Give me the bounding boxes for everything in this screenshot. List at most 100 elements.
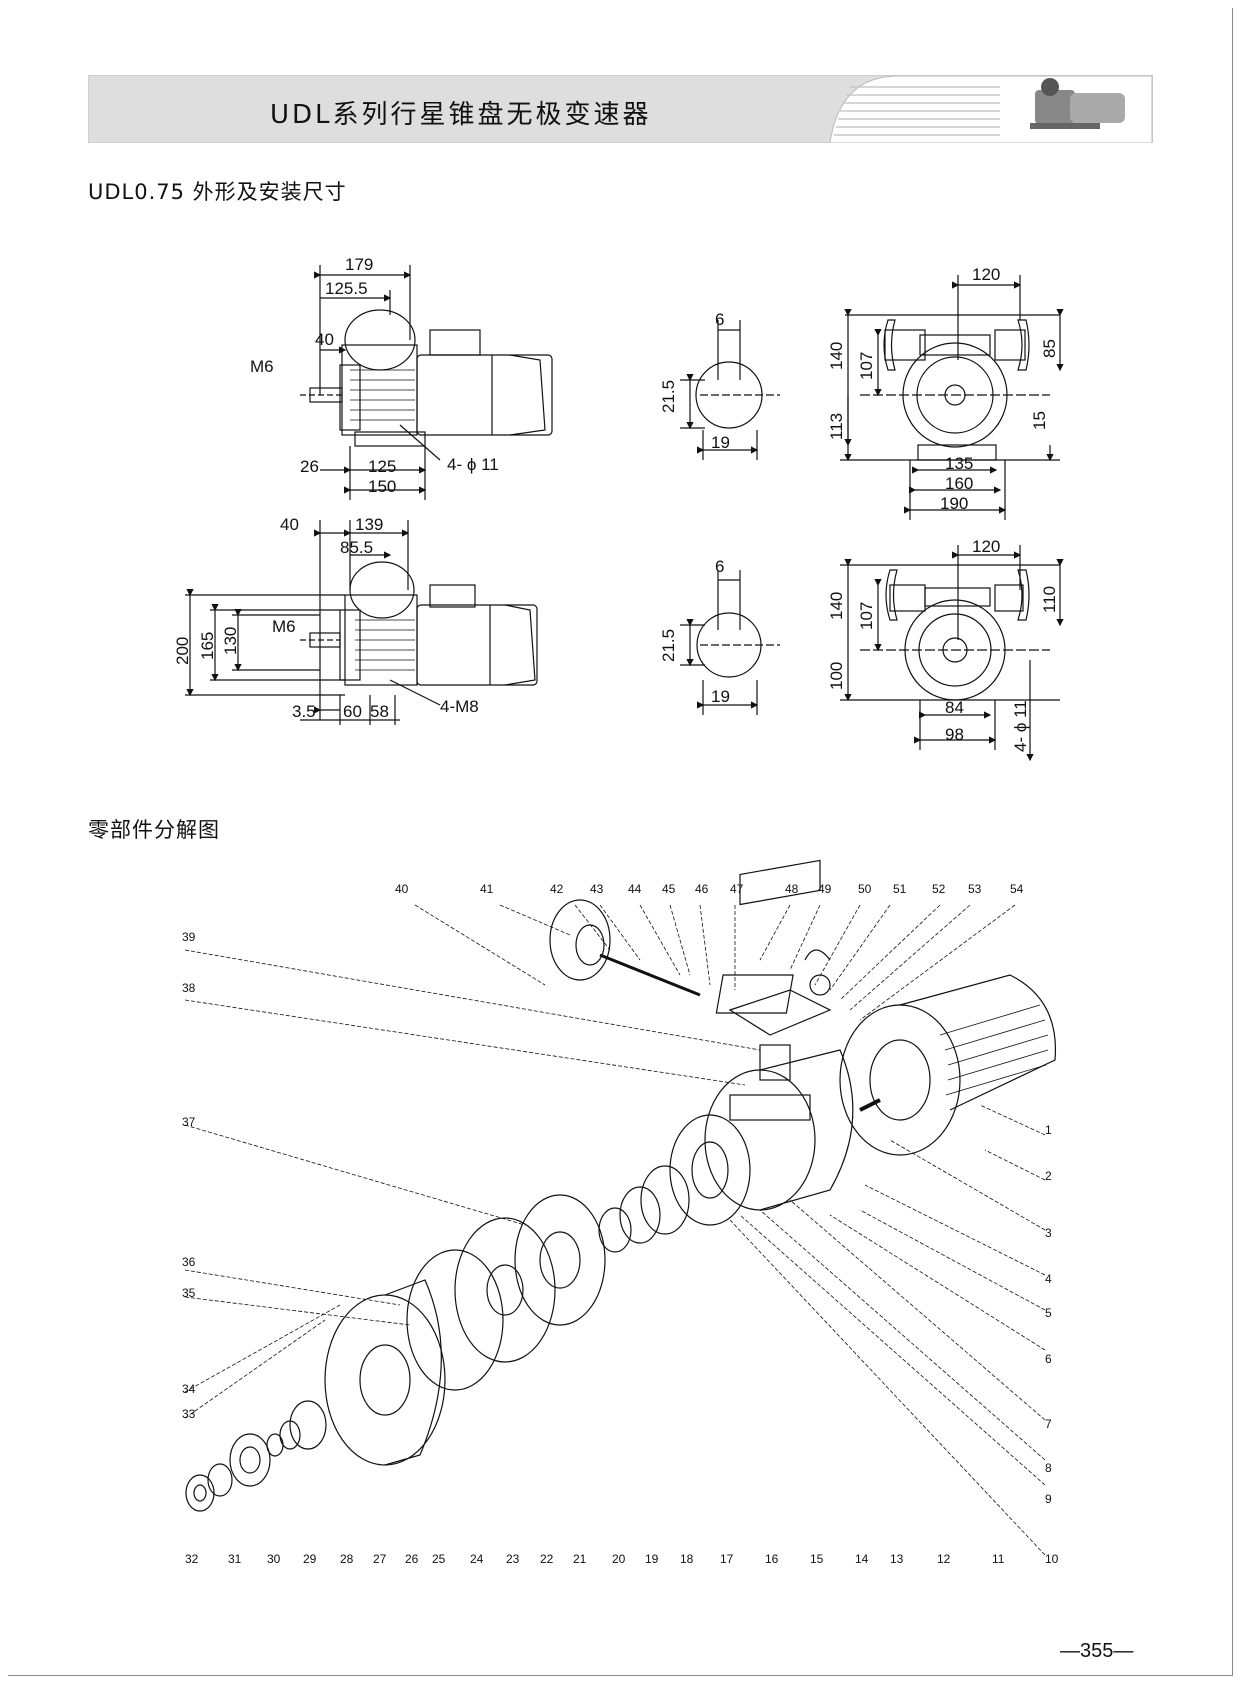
output-flange bbox=[324, 1279, 446, 1466]
part-number: 35 bbox=[182, 1286, 196, 1300]
part-number: 45 bbox=[662, 882, 676, 896]
part-number: 18 bbox=[680, 1552, 694, 1566]
part-number: 24 bbox=[470, 1552, 484, 1566]
dim-6: 6 bbox=[715, 310, 724, 329]
dim-200: 200 bbox=[173, 637, 192, 665]
part-numbers-left: 39 38 37 36 35 34 33 bbox=[182, 930, 196, 1421]
part-number: 29 bbox=[303, 1552, 317, 1566]
dim-58: 58 bbox=[370, 702, 389, 721]
part-number: 26 bbox=[405, 1552, 419, 1566]
part-number: 41 bbox=[480, 882, 494, 896]
part-number: 1 bbox=[1045, 1123, 1052, 1137]
dim-3-5: 3.5 bbox=[292, 702, 316, 721]
part-leader-lines bbox=[184, 904, 1046, 1556]
part-number: 25 bbox=[432, 1552, 446, 1566]
part-number: 7 bbox=[1045, 1417, 1052, 1431]
part-numbers-bottom: 32 31 30 29 28 27 26 25 24 23 22 21 20 1… bbox=[185, 1552, 1005, 1566]
part-number: 8 bbox=[1045, 1461, 1052, 1475]
cone-discs bbox=[598, 1114, 751, 1253]
top-shaft-section-drawing bbox=[680, 320, 780, 460]
part-number: 10 bbox=[1045, 1552, 1059, 1566]
part-number: 14 bbox=[855, 1552, 869, 1566]
exploded-view-drawing bbox=[185, 859, 1057, 1512]
part-number: 28 bbox=[340, 1552, 354, 1566]
header-decoration bbox=[829, 75, 1153, 143]
dim-100: 100 bbox=[827, 662, 846, 690]
dim-179: 179 bbox=[345, 255, 373, 274]
dim-4-m8: 4-M8 bbox=[440, 697, 479, 716]
top-front-dimension-labels: 120 140 107 85 113 15 135 160 190 bbox=[827, 265, 1059, 513]
dim-130: 130 bbox=[221, 627, 240, 655]
bearings-and-rings bbox=[185, 1400, 327, 1512]
part-number: 13 bbox=[890, 1552, 904, 1566]
part-number: 16 bbox=[765, 1552, 779, 1566]
top-front-view-drawing bbox=[840, 275, 1064, 520]
dim-120: 120 bbox=[972, 537, 1000, 556]
part-number: 33 bbox=[182, 1407, 196, 1421]
dim-40: 40 bbox=[280, 515, 299, 534]
part-number: 6 bbox=[1045, 1352, 1052, 1366]
handwheel bbox=[549, 899, 701, 997]
bottom-front-view-drawing bbox=[840, 545, 1064, 762]
part-number: 52 bbox=[932, 882, 946, 896]
dim-m6: M6 bbox=[272, 617, 296, 636]
dim-19: 19 bbox=[711, 687, 730, 706]
part-number: 46 bbox=[695, 882, 709, 896]
part-number: 31 bbox=[228, 1552, 242, 1566]
part-number: 4 bbox=[1045, 1272, 1052, 1286]
dim-190: 190 bbox=[940, 494, 968, 513]
dim-6: 6 bbox=[715, 557, 724, 576]
part-number: 36 bbox=[182, 1255, 196, 1269]
dim-85-5: 85.5 bbox=[340, 538, 373, 557]
dim-21-5: 21.5 bbox=[659, 380, 678, 413]
part-number: 22 bbox=[540, 1552, 554, 1566]
part-number: 12 bbox=[937, 1552, 951, 1566]
part-number: 19 bbox=[645, 1552, 659, 1566]
part-number: 3 bbox=[1045, 1226, 1052, 1240]
dim-60: 60 bbox=[343, 702, 362, 721]
part-number: 9 bbox=[1045, 1492, 1052, 1506]
dimensions-section-title: UDL0.75 外形及安装尺寸 bbox=[88, 180, 347, 204]
bottom-shaft-dimension-labels: 6 21.5 19 bbox=[659, 557, 730, 706]
part-number: 32 bbox=[185, 1552, 199, 1566]
part-number: 23 bbox=[506, 1552, 520, 1566]
dim-125-5: 125.5 bbox=[325, 279, 368, 298]
reducer-thumbnail-icon bbox=[1030, 78, 1125, 129]
dim-165: 165 bbox=[198, 632, 217, 660]
part-number: 2 bbox=[1045, 1169, 1052, 1183]
part-number: 51 bbox=[893, 882, 907, 896]
page-number: —355— bbox=[1060, 1640, 1134, 1662]
bottom-shaft-section-drawing bbox=[680, 570, 780, 715]
bottom-side-view-drawing bbox=[185, 520, 538, 725]
part-number: 50 bbox=[858, 882, 872, 896]
dim-hole-4-phi11: 4- ϕ 11 bbox=[447, 455, 499, 474]
part-number: 20 bbox=[612, 1552, 626, 1566]
part-number: 42 bbox=[550, 882, 564, 896]
dim-140: 140 bbox=[827, 592, 846, 620]
part-number: 40 bbox=[395, 882, 409, 896]
dim-140: 140 bbox=[827, 342, 846, 370]
part-number: 34 bbox=[182, 1382, 196, 1396]
control-box bbox=[728, 859, 832, 1036]
dim-139: 139 bbox=[355, 515, 383, 534]
part-number: 30 bbox=[267, 1552, 281, 1566]
gear-housing bbox=[704, 1044, 854, 1211]
part-number: 48 bbox=[785, 882, 799, 896]
page-frame bbox=[8, 8, 1233, 1676]
top-side-dimension-labels: 179 125.5 40 M6 26 125 150 4- ϕ 11 bbox=[250, 255, 499, 496]
dim-150: 150 bbox=[368, 477, 396, 496]
motor-assembly bbox=[715, 974, 1057, 1156]
part-number: 54 bbox=[1010, 882, 1024, 896]
part-number: 43 bbox=[590, 882, 604, 896]
part-number: 49 bbox=[818, 882, 832, 896]
part-number: 38 bbox=[182, 981, 196, 995]
dim-15: 15 bbox=[1030, 411, 1049, 430]
dim-160: 160 bbox=[945, 474, 973, 493]
dim-21-5: 21.5 bbox=[659, 629, 678, 662]
planetary-plates bbox=[406, 1194, 606, 1391]
dim-m6: M6 bbox=[250, 357, 274, 376]
header-title: UDL系列行星锥盘无极变速器 bbox=[270, 100, 652, 130]
part-number: 47 bbox=[730, 882, 744, 896]
part-number: 5 bbox=[1045, 1306, 1052, 1320]
